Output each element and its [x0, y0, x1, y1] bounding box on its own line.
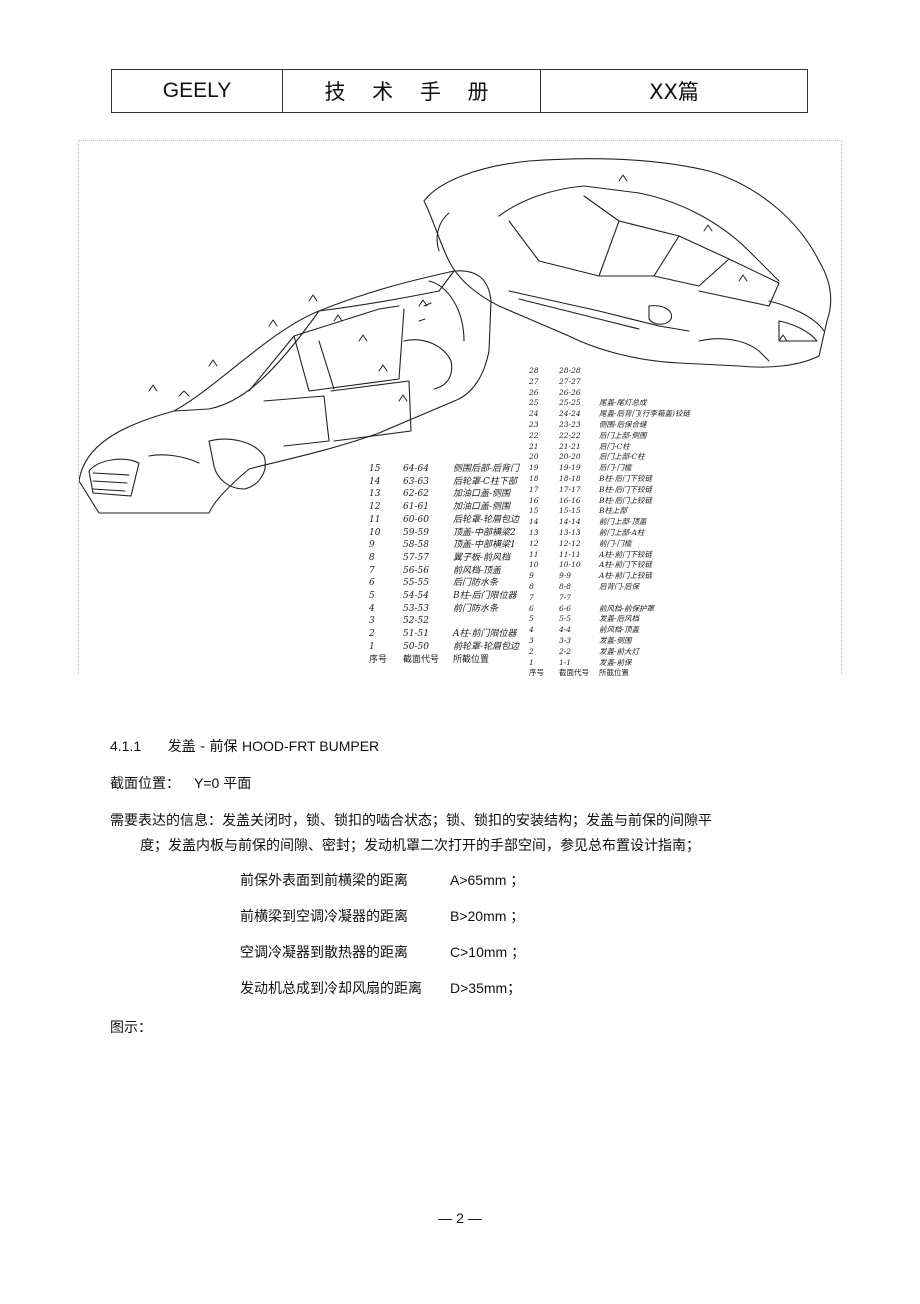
rear-car-drawing	[423, 158, 832, 368]
spec-item: 前保外表面到前横梁的距离 A>65mm ；	[240, 870, 524, 890]
legend-header: 序号截面代号所截位置	[369, 654, 490, 665]
spec-value: D>35mm；	[450, 980, 522, 996]
car-drawings	[79, 158, 832, 514]
position-value: Y=0 平面	[194, 775, 252, 791]
info-line-1: 需要表达的信息：发盖关闭时，锁、锁扣的啮合状态；锁、锁扣的安装结构；发盖与前保的…	[110, 813, 712, 829]
spec-item: 发动机总成到冷却风扇的距离 D>35mm；	[240, 978, 521, 998]
spec-item: 前横梁到空调冷凝器的距离 B>20mm ；	[240, 906, 524, 926]
spec-item: 空调冷凝器到散热器的距离 C>10mm ；	[240, 942, 525, 962]
section-title-en: HOOD-FRT BUMPER	[242, 738, 380, 754]
spec-value: C>10mm ；	[450, 944, 526, 960]
info-line-2: 度；发盖内板与前保的间隙、密封；发动机罩二次打开的手部空间，参见总布置设计指南；	[140, 838, 700, 854]
section-number: 4.1.1	[110, 738, 142, 754]
front-car-drawing	[79, 270, 492, 514]
section-markers	[148, 174, 788, 402]
header-table: GEELY 技 术 手 册 XX篇	[111, 69, 808, 113]
spec-value: B>20mm ；	[450, 908, 525, 924]
header-title: 技 术 手 册	[283, 70, 541, 112]
info-paragraph: 需要表达的信息：发盖关闭时，锁、锁扣的啮合状态；锁、锁扣的安装结构；发盖与前保的…	[110, 809, 750, 859]
section-position: 截面位置： Y=0 平面	[110, 773, 251, 793]
position-label: 截面位置：	[110, 776, 180, 792]
section-heading: 4.1.1 发盖 - 前保 HOOD-FRT BUMPER	[110, 736, 379, 756]
section-title-cn: 发盖 - 前保	[167, 739, 238, 755]
page-number: — 2 —	[438, 1210, 482, 1226]
spec-value: A>65mm ；	[450, 872, 525, 888]
figure-label: 图示：	[110, 1020, 152, 1036]
header-brand: GEELY	[112, 70, 283, 112]
legend-header: 序号截面代号所截位置	[529, 668, 629, 678]
spec-label: 前横梁到空调冷凝器的距离	[240, 909, 408, 925]
header-volume: XX篇	[649, 80, 699, 104]
spec-label: 发动机总成到冷却风扇的距离	[240, 981, 422, 997]
spec-label: 前保外表面到前横梁的距离	[240, 873, 408, 889]
spec-label: 空调冷凝器到散热器的距离	[240, 945, 408, 961]
